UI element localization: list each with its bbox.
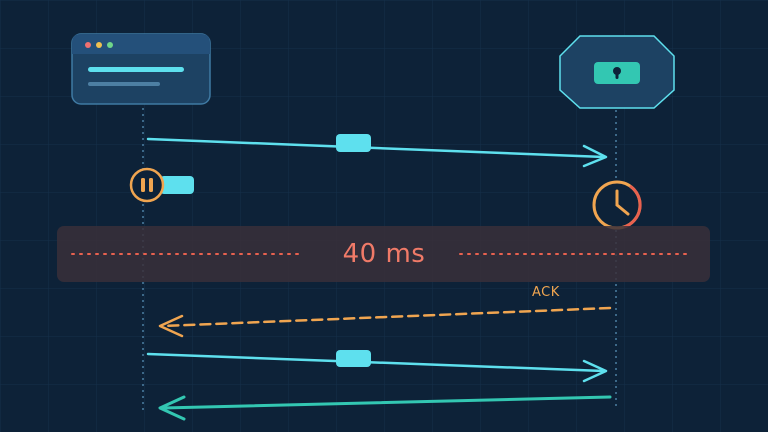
ack-label: ACK — [532, 285, 560, 300]
window-maximize-dot — [107, 42, 113, 48]
request-arrow-1 — [146, 134, 608, 168]
request-arrow-2 — [146, 350, 608, 383]
clock-icon — [592, 180, 642, 230]
lock-icon — [559, 35, 675, 109]
pause-icon — [129, 167, 194, 203]
ack-arrow — [158, 306, 612, 338]
delay-band — [57, 226, 710, 282]
packet-icon — [336, 350, 371, 367]
browser-window-icon — [71, 33, 211, 105]
packet-icon — [336, 134, 371, 152]
window-minimize-dot — [96, 42, 102, 48]
window-close-dot — [85, 42, 91, 48]
response-arrow — [158, 395, 612, 421]
delay-label: 40 ms — [342, 239, 426, 269]
